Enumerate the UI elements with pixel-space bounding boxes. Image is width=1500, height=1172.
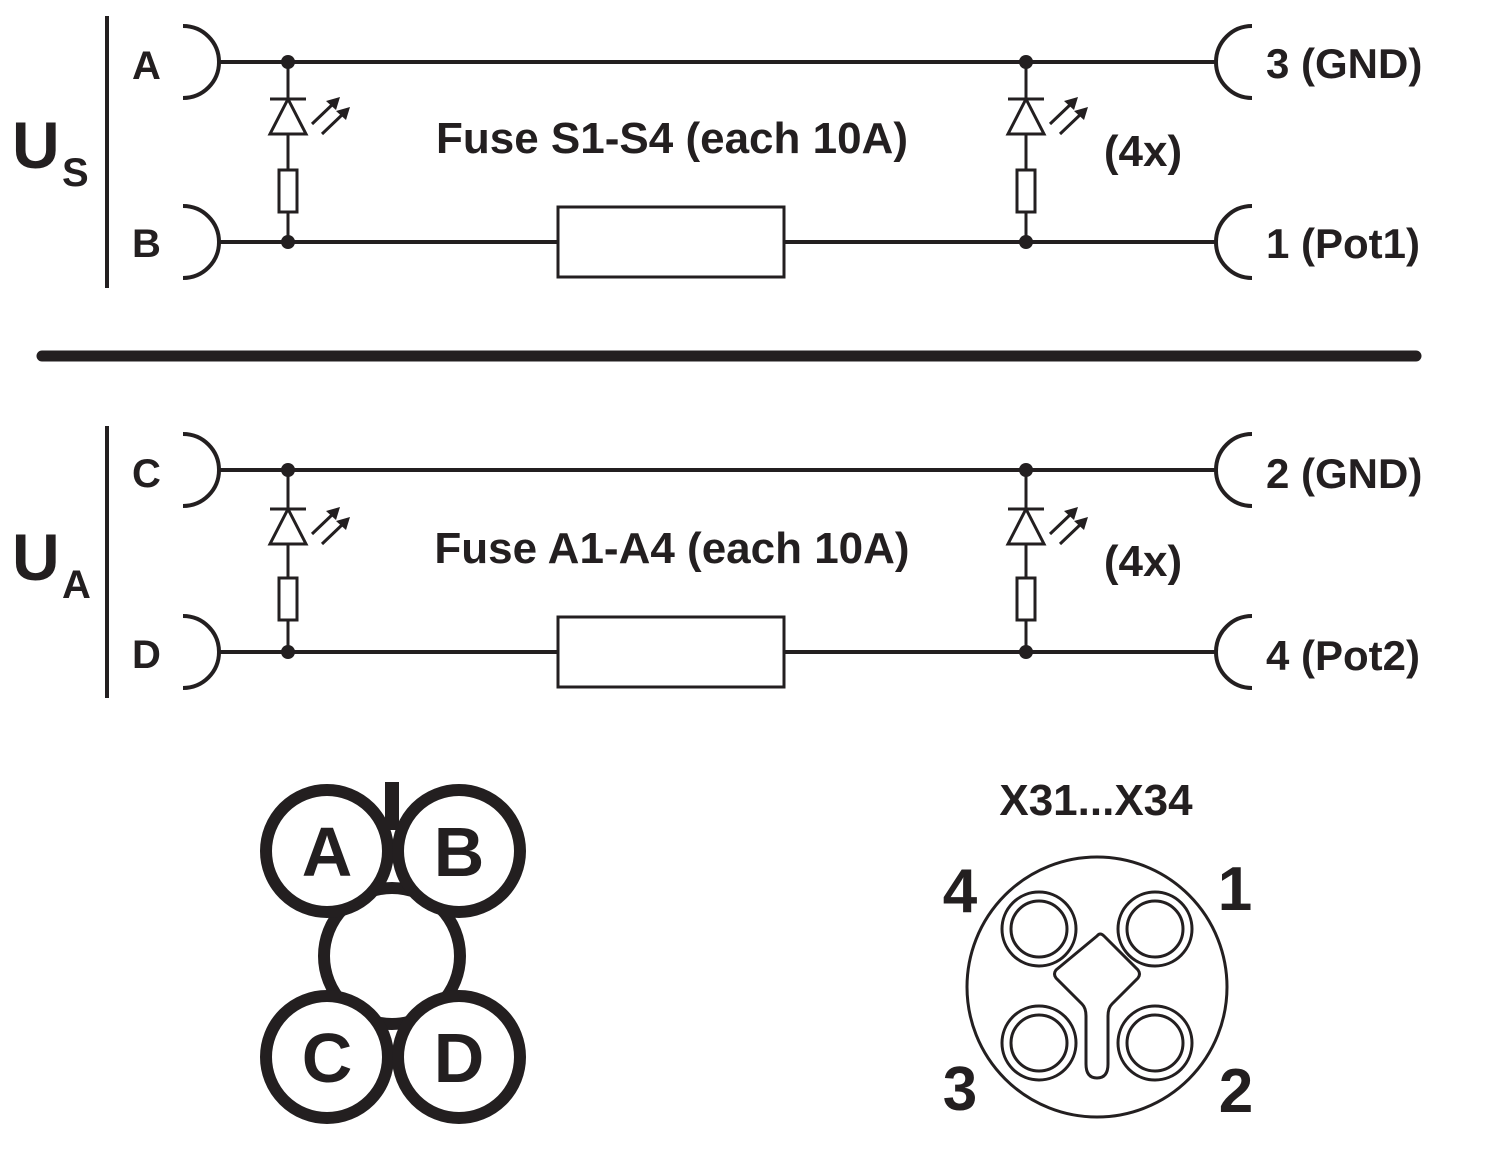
terminal-4-pot2-label: 4 (Pot2) bbox=[1266, 632, 1420, 679]
terminal-a-label: A bbox=[132, 44, 161, 88]
terminal-3-gnd-label: 3 (GND) bbox=[1266, 40, 1422, 87]
junction-dot bbox=[281, 463, 295, 477]
pin-b-ring bbox=[392, 784, 526, 918]
ua-supply-subscript: A bbox=[62, 563, 91, 607]
terminal-d-label: D bbox=[132, 633, 161, 677]
socket-3 bbox=[1000, 1004, 1078, 1082]
pin-d-ring bbox=[392, 990, 526, 1124]
pin-d-label: D bbox=[434, 1019, 485, 1097]
pin-number-4: 4 bbox=[943, 857, 978, 926]
terminal-2-socket bbox=[1214, 432, 1253, 508]
fuse-s-label: Fuse S1-S4 (each 10A) bbox=[436, 114, 908, 163]
led-indicator-s-left bbox=[267, 62, 350, 242]
terminal-1-pot1-label: 1 (Pot1) bbox=[1266, 220, 1420, 267]
pin-c-label: C bbox=[302, 1019, 353, 1097]
ua-supply-label: U bbox=[12, 520, 60, 594]
socket-2 bbox=[1116, 1004, 1194, 1082]
junction-dot bbox=[281, 645, 295, 659]
multiplier-s-label: (4x) bbox=[1104, 127, 1182, 176]
circuit-a: U A C D bbox=[12, 426, 1422, 698]
terminal-d-socket bbox=[182, 614, 221, 690]
connector-housing bbox=[965, 855, 1229, 1119]
pin-number-3: 3 bbox=[943, 1055, 977, 1124]
terminal-1-socket bbox=[1214, 204, 1253, 280]
socket-4 bbox=[1000, 890, 1078, 968]
terminal-3-socket bbox=[1214, 24, 1253, 100]
junction-dot bbox=[1019, 55, 1033, 69]
terminal-c-label: C bbox=[132, 452, 161, 496]
coding-key bbox=[385, 782, 399, 830]
pin-b-label: B bbox=[434, 813, 485, 891]
connector-title: X31...X34 bbox=[999, 776, 1193, 825]
pin-number-1: 1 bbox=[1218, 855, 1252, 924]
m12-connector-pinout: X31...X34 4 1 3 2 bbox=[943, 776, 1253, 1126]
us-supply-label: U bbox=[12, 108, 60, 182]
power-connector-pinout: A B C D bbox=[260, 782, 526, 1124]
junction-dot bbox=[281, 235, 295, 249]
fuse-s-symbol bbox=[556, 205, 786, 279]
led-indicator-s-right bbox=[1005, 62, 1088, 242]
multiplier-a-label: (4x) bbox=[1104, 537, 1182, 586]
led-indicator-a-right bbox=[1005, 470, 1088, 652]
junction-dot bbox=[1019, 463, 1033, 477]
socket-1-inner bbox=[1125, 899, 1185, 959]
socket-4-inner bbox=[1009, 899, 1069, 959]
pin-c-ring bbox=[260, 990, 394, 1124]
fuse-a-symbol bbox=[556, 615, 786, 689]
led-indicator-a-left bbox=[267, 470, 350, 652]
circuit-s: U S A B bbox=[12, 16, 1422, 288]
junction-dot bbox=[281, 55, 295, 69]
terminal-4-socket bbox=[1214, 614, 1253, 690]
us-supply-subscript: S bbox=[62, 151, 89, 195]
pin-a-label: A bbox=[302, 813, 353, 891]
terminal-b-label: B bbox=[132, 222, 161, 266]
junction-dot bbox=[1019, 235, 1033, 249]
terminal-c-socket bbox=[182, 432, 221, 508]
socket-2-inner bbox=[1125, 1013, 1185, 1073]
terminal-a-socket bbox=[182, 24, 221, 100]
socket-3-inner bbox=[1009, 1013, 1069, 1073]
coding-cavity bbox=[318, 882, 466, 1030]
terminal-b-socket bbox=[182, 204, 221, 280]
junction-dot bbox=[1019, 645, 1033, 659]
coding-slot bbox=[1053, 932, 1141, 1080]
pin-a-ring bbox=[260, 784, 394, 918]
pin-number-2: 2 bbox=[1219, 1057, 1253, 1126]
terminal-2-gnd-label: 2 (GND) bbox=[1266, 450, 1422, 497]
fuse-a-label: Fuse A1-A4 (each 10A) bbox=[434, 524, 909, 573]
socket-1 bbox=[1116, 890, 1194, 968]
